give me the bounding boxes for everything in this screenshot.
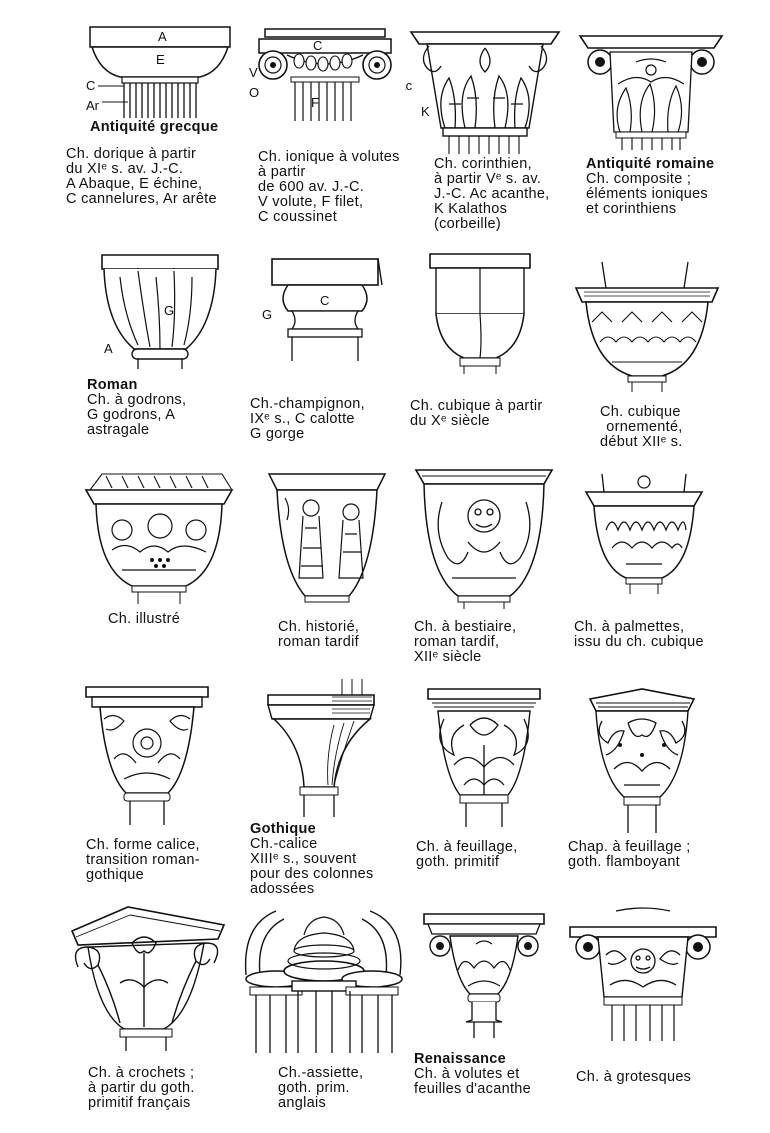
- caption-feuillage-primitif: Ch. à feuillage, goth. primitif: [416, 839, 518, 870]
- feuillage-primitif-capital-drawing: [427, 688, 541, 827]
- caption-illustre: Ch. illustré: [108, 611, 181, 627]
- label-E: E: [156, 52, 165, 67]
- historie-capital-illustration: [265, 468, 390, 608]
- caption-crochets: Ch. à crochets ; à partir du goth. primi…: [88, 1065, 195, 1111]
- illustre-capital-illustration: [82, 460, 237, 605]
- palmettes-capital-illustration: [582, 470, 707, 595]
- calice-transition-capital-illustration: [84, 683, 214, 828]
- champignon-capital-drawing: C G: [262, 258, 383, 361]
- godron-capital-illustration: G A: [90, 245, 230, 370]
- caption-ionic: Ch. ionique à volutes à partir de 600 av…: [258, 149, 400, 225]
- godron-capital-drawing: G A: [101, 254, 219, 369]
- label-G: G: [164, 303, 174, 318]
- cubique-capital-illustration: [420, 250, 540, 375]
- label-C: C: [320, 293, 329, 308]
- label-A: A: [104, 341, 113, 356]
- assiette-capital-drawing: [244, 910, 403, 1053]
- caption-corinthian: Ch. corinthien, à partir Vᵉ s. av. J.-C.…: [434, 156, 550, 232]
- historie-capital-drawing: [267, 473, 387, 603]
- caption-bestiaire: Ch. à bestiaire, roman tardif, XIIᵉ sièc…: [414, 619, 517, 665]
- caption-cubique: Ch. cubique à partir du Xᵉ siècle: [410, 398, 543, 429]
- champignon-capital-illustration: C G: [258, 255, 398, 365]
- calice-gothique-capital-illustration: [262, 675, 377, 820]
- corinthian-capital-drawing: Ac K: [405, 31, 561, 154]
- label-V: V: [249, 65, 258, 80]
- label-A: A: [158, 29, 167, 44]
- caption-grotesques: Ch. à grotesques: [576, 1069, 692, 1085]
- ionic-capital-drawing: C V O F: [249, 28, 392, 121]
- doric-capital-illustration: A E C Ar: [80, 22, 240, 122]
- cubique-orne-capital-illustration: [572, 258, 722, 393]
- label-K: K: [421, 104, 430, 119]
- caption-doric: Antiquité grecque Ch. dorique à partir d…: [66, 119, 219, 207]
- feuillage-flamboyant-capital-drawing: [588, 688, 696, 833]
- ionic-capital-illustration: C V O F: [245, 25, 405, 125]
- label-F: F: [311, 95, 319, 110]
- caption-champignon: Ch.-champignon, IXᵉ s., C calotte G gorg…: [250, 396, 365, 442]
- label-G: G: [262, 307, 272, 322]
- caption-palmettes: Ch. à palmettes, issu du ch. cubique: [574, 619, 704, 650]
- label-Ac: Ac: [405, 78, 413, 93]
- palmettes-capital-drawing: [584, 473, 704, 594]
- crochets-capital-drawing: [70, 906, 226, 1051]
- caption-calice-gothique: Gothique Ch.-calice XIIIᵉ s., souvent po…: [250, 821, 374, 897]
- composite-capital-illustration: [576, 32, 726, 152]
- label-C: C: [313, 38, 322, 53]
- caption-godron: Roman Ch. à godrons, G godrons, A astrag…: [87, 377, 187, 438]
- label-O: O: [249, 85, 259, 100]
- cubique-orne-capital-drawing: [574, 261, 720, 392]
- doric-capital-drawing: A E C Ar: [86, 26, 231, 118]
- caption-historie: Ch. historié, roman tardif: [278, 619, 360, 650]
- feuillage-flamboyant-capital-illustration: [584, 685, 699, 835]
- volutes-acanthe-capital-drawing: [423, 913, 545, 1038]
- calice-gothique-capital-drawing: [267, 679, 375, 817]
- grotesques-capital-illustration: [566, 905, 721, 1045]
- bestiaire-capital-drawing: [414, 469, 554, 609]
- calice-transition-capital-drawing: [85, 686, 209, 825]
- caption-composite: Antiquité romaine Ch. composite ; élémen…: [586, 156, 715, 217]
- label-Ar: Ar: [86, 98, 100, 113]
- caption-cubique-orne: Ch. cubique ornementé, début XIIᵉ s.: [600, 404, 683, 450]
- corinthian-capital-illustration: Ac K: [405, 28, 565, 158]
- bestiaire-capital-illustration: [412, 462, 557, 610]
- assiette-capital-illustration: [236, 905, 411, 1055]
- label-C: C: [86, 78, 95, 93]
- crochets-capital-illustration: [68, 903, 228, 1053]
- feuillage-primitif-capital-illustration: [424, 685, 544, 830]
- caption-calice-transition: Ch. forme calice, transition roman- goth…: [86, 837, 200, 883]
- caption-assiette: Ch.-assiette, goth. prim. anglais: [278, 1065, 364, 1111]
- caption-volutes-acanthe: Renaissance Ch. à volutes et feuilles d'…: [414, 1051, 531, 1097]
- cubique-capital-drawing: [429, 253, 531, 374]
- caption-feuillage-flamboyant: Chap. à feuillage ; goth. flamboyant: [568, 839, 691, 870]
- composite-capital-drawing: [578, 35, 724, 150]
- volutes-acanthe-capital-illustration: [422, 910, 547, 1040]
- illustre-capital-drawing: [84, 473, 234, 604]
- grotesques-capital-drawing: [569, 907, 717, 1041]
